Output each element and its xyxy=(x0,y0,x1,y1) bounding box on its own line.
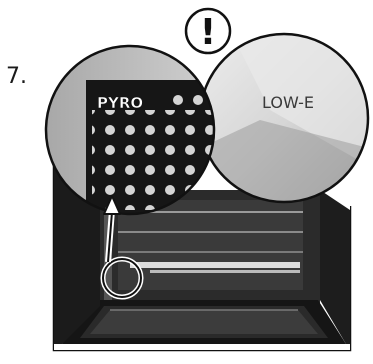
warning-symbol: ! xyxy=(200,12,216,53)
exclamation-warning-icon: ! xyxy=(184,7,232,55)
zoom-circle-low-e: LOW-E xyxy=(198,32,370,204)
pyro-dot-row xyxy=(173,95,214,105)
step-number: 7. xyxy=(6,64,27,89)
pyro-label: PYRO xyxy=(97,94,143,112)
oven-body xyxy=(52,152,352,352)
zoom-circle-pyro: PYRO xyxy=(44,44,216,216)
low-e-label: LOW-E xyxy=(262,93,314,112)
callout-pointer xyxy=(100,195,144,300)
